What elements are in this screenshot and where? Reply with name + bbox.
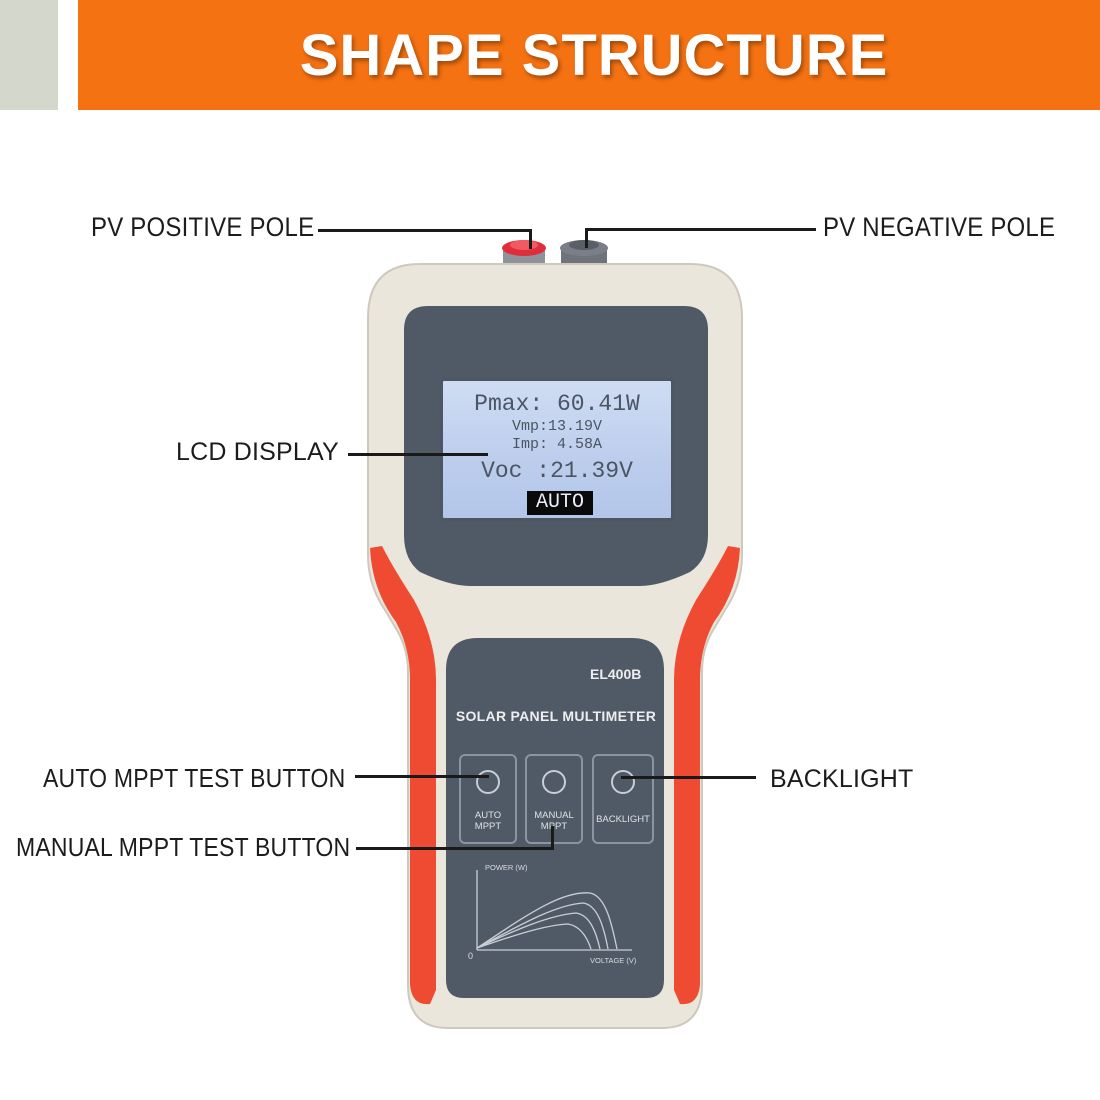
backlight-button[interactable]: BACKLIGHT bbox=[592, 754, 654, 844]
lcd-display-leader-line bbox=[348, 453, 488, 456]
backlight-leader-line bbox=[621, 776, 756, 779]
backlight-label: BACKLIGHT bbox=[770, 765, 914, 793]
manual-mppt-button[interactable]: MANUAL MPPT bbox=[525, 754, 583, 844]
pv-positive-pole-label: PV POSITIVE POLE bbox=[91, 212, 315, 243]
auto-mppt-button[interactable]: AUTO MPPT bbox=[459, 754, 517, 844]
page-title: SHAPE STRUCTURE bbox=[299, 22, 889, 88]
auto-mppt-leader-line bbox=[355, 775, 489, 778]
right-grip bbox=[674, 546, 740, 1005]
lcd-display-label: LCD DISPLAY bbox=[176, 438, 339, 466]
manual-mppt-leader-rise bbox=[551, 826, 554, 850]
header-banner: SHAPE STRUCTURE bbox=[78, 0, 1100, 110]
header-accent-block bbox=[0, 0, 58, 110]
auto-mppt-button-icon bbox=[476, 770, 500, 794]
lcd-voc-readout: Voc :21.39V bbox=[481, 458, 633, 484]
curve-origin-label: 0 bbox=[468, 951, 474, 961]
manual-mppt-label: MANUAL MPPT TEST BUTTON bbox=[16, 832, 351, 862]
lcd-vmp-readout: Vmp:13.19V bbox=[511, 418, 602, 435]
lcd-pmax-readout: Pmax: 60.41W bbox=[474, 391, 640, 417]
left-grip bbox=[370, 546, 436, 1005]
manual-mppt-button-label: MANUAL MPPT bbox=[534, 810, 574, 832]
pv-positive-leader-drop bbox=[529, 229, 532, 249]
pv-curve-diagram bbox=[476, 870, 632, 951]
manual-mppt-leader-line bbox=[356, 847, 554, 850]
manual-mppt-button-icon bbox=[542, 770, 566, 794]
backlight-button-label: BACKLIGHT bbox=[596, 814, 650, 825]
pv-positive-leader-line bbox=[318, 229, 531, 232]
pv-negative-leader-drop bbox=[585, 228, 588, 248]
auto-mppt-label: AUTO MPPT TEST BUTTON bbox=[43, 763, 346, 793]
model-label: EL400B bbox=[590, 666, 642, 682]
lcd-mode-indicator: AUTO bbox=[527, 491, 593, 515]
pv-negative-pole-label: PV NEGATIVE POLE bbox=[823, 212, 1056, 243]
button-panel bbox=[446, 638, 664, 998]
curve-y-axis-label: POWER (W) bbox=[485, 863, 528, 872]
lcd-display: Pmax: 60.41W Vmp:13.19V Imp: 4.58A Voc :… bbox=[440, 378, 674, 521]
curve-x-axis-label: VOLTAGE (V) bbox=[590, 956, 637, 965]
backlight-button-icon bbox=[611, 770, 635, 794]
pv-negative-terminal bbox=[560, 240, 608, 268]
lcd-imp-readout: Imp: 4.58A bbox=[511, 436, 602, 453]
auto-mppt-button-label: AUTO MPPT bbox=[474, 810, 502, 832]
device-name-label: SOLAR PANEL MULTIMETER bbox=[455, 708, 657, 724]
pv-negative-leader-line bbox=[585, 228, 816, 231]
